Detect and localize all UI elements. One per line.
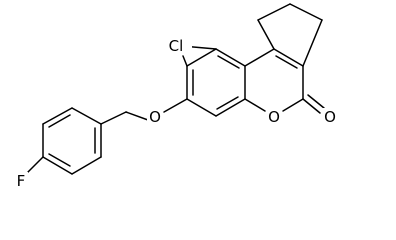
bond <box>257 19 275 50</box>
bond <box>186 48 217 67</box>
bond <box>42 107 73 125</box>
double-bond-inner <box>48 153 71 167</box>
fluorophenyl-ring <box>42 107 102 175</box>
chlorine-atom-label: Cl <box>169 37 184 55</box>
benzo-ring <box>186 48 246 117</box>
cyclopentene-ring <box>257 3 323 67</box>
bond-c-f <box>27 156 44 173</box>
pyranone-ring <box>244 48 304 112</box>
bond <box>215 48 246 67</box>
fluorine-atom-label: F <box>17 172 26 190</box>
bond <box>282 98 304 112</box>
bond <box>244 48 275 67</box>
bond <box>302 98 321 114</box>
bond <box>186 98 217 117</box>
ether-oxygen-atom-label: O <box>149 108 161 126</box>
bond <box>125 111 149 121</box>
double-bond-outer <box>307 94 325 109</box>
bond <box>302 19 323 67</box>
double-bond-inner <box>275 55 298 69</box>
bond <box>244 98 266 112</box>
bond <box>257 3 291 21</box>
bond <box>182 55 188 67</box>
double-bond-inner <box>48 114 71 128</box>
carbonyl-oxygen-atom-label: O <box>324 108 336 126</box>
carbonyl-group <box>302 94 325 114</box>
bond <box>100 111 127 125</box>
bond <box>42 156 73 175</box>
benzyloxy-linker <box>100 98 188 125</box>
bond <box>71 107 102 125</box>
double-bond-inner <box>217 55 240 69</box>
ring-oxygen-atom-label: O <box>268 108 280 126</box>
double-bond-inner <box>216 96 239 110</box>
bond <box>289 3 323 21</box>
chemical-structure-diagram: Cl O O O F <box>16 3 336 190</box>
bond <box>163 98 188 113</box>
bond <box>215 98 246 117</box>
bond <box>273 48 304 67</box>
bond <box>71 156 102 175</box>
